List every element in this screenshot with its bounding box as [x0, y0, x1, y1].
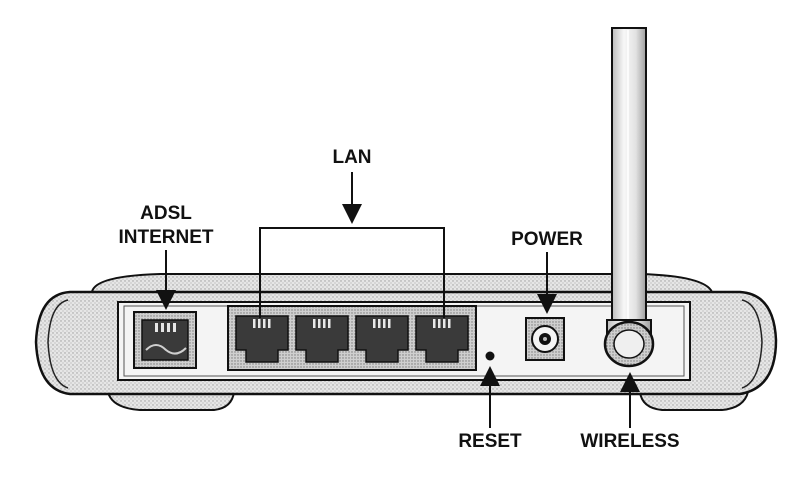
adsl-port: [133, 311, 197, 369]
reset-arrow-head: [480, 366, 500, 386]
power-jack: [525, 317, 565, 361]
adsl-arrow-head: [156, 290, 176, 310]
lan-arrow-head: [342, 204, 362, 224]
lan-port-1: [235, 315, 289, 363]
internet-label: INTERNET: [118, 227, 214, 248]
right-foot: [638, 391, 750, 411]
reset-hole: [485, 351, 495, 361]
wireless-antenna: [603, 27, 655, 368]
power-arrow-head: [537, 294, 557, 314]
left-foot: [106, 391, 236, 411]
wireless-label: WIRELESS: [580, 431, 680, 452]
lan-port-3: [355, 315, 409, 363]
power-label: POWER: [511, 229, 583, 250]
lan-ports: [235, 315, 469, 363]
lan-label: LAN: [332, 147, 372, 168]
lan-port-2: [295, 315, 349, 363]
reset-label: RESET: [458, 431, 522, 452]
lan-port-4: [415, 315, 469, 363]
adsl-label: ADSL: [140, 203, 192, 224]
wireless-arrow-head: [620, 372, 640, 392]
